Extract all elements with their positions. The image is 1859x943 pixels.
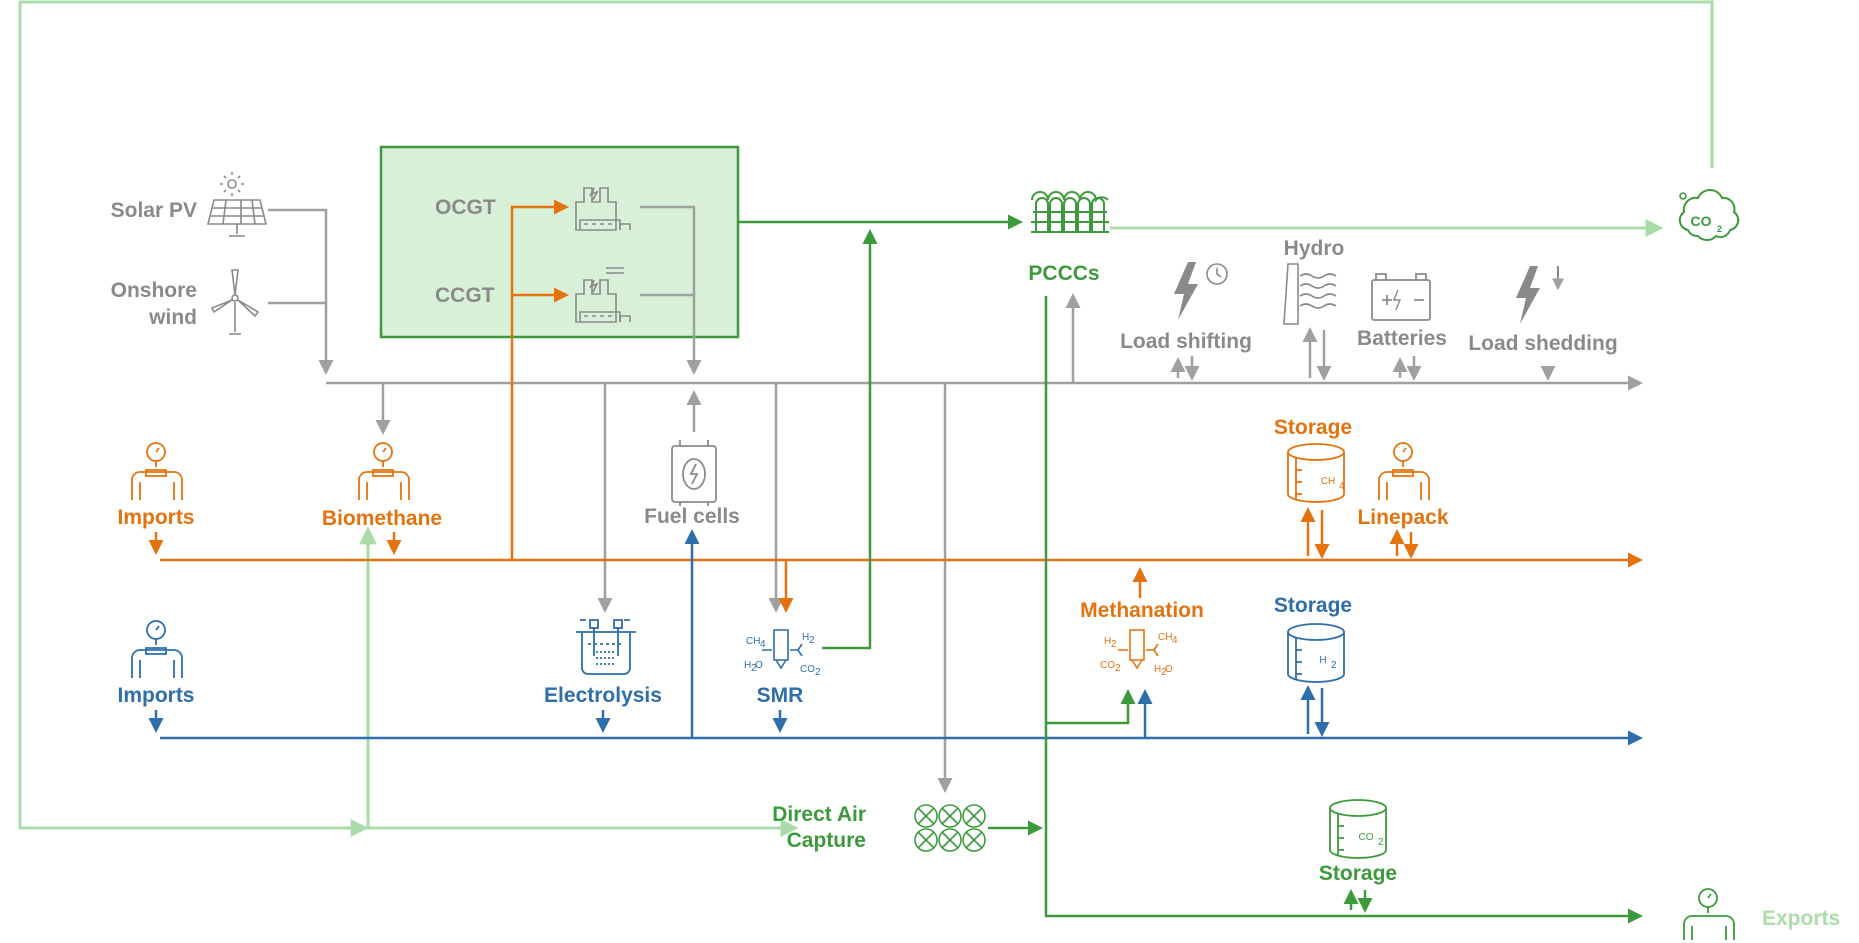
hydrogen-storage-tank-icon bbox=[1287, 623, 1345, 683]
hydro-dam-icon bbox=[1283, 263, 1337, 325]
svg-text:H: H bbox=[744, 660, 751, 671]
batteries-label: Batteries bbox=[1357, 327, 1447, 350]
co2-export-meter-icon bbox=[1683, 888, 1735, 940]
methane-tank-sub: 4 bbox=[1339, 481, 1345, 492]
co2-cloud-label: CO bbox=[1691, 213, 1712, 229]
electricity-labels: Solar PV Onshore wind OCGT CCGT Fuel cel… bbox=[111, 196, 1618, 528]
ccgt-label: CCGT bbox=[435, 284, 495, 307]
svg-text:2: 2 bbox=[1161, 667, 1167, 678]
smr-label: SMR bbox=[757, 684, 804, 707]
pcccs-label: PCCCs bbox=[1028, 262, 1099, 285]
svg-text:2: 2 bbox=[1111, 639, 1117, 650]
gas-turbine-group bbox=[379, 145, 740, 339]
methane-tank-label: CH bbox=[1321, 476, 1335, 487]
hydrogen-import-meter-icon bbox=[131, 620, 183, 678]
co2-storage-tank-icon bbox=[1329, 799, 1387, 859]
co2-tank-sub: 2 bbox=[1378, 837, 1384, 848]
dac-label-2: Capture bbox=[787, 829, 866, 852]
solar-panel-icon bbox=[206, 172, 268, 237]
smr-reactor-icon bbox=[762, 629, 803, 670]
electricity-bus bbox=[268, 205, 1643, 793]
co2-storage-label: Storage bbox=[1319, 862, 1397, 885]
svg-text:H: H bbox=[1104, 636, 1111, 647]
hydrogen-labels: Imports Electrolysis SMR Storage bbox=[117, 594, 1352, 707]
methane-labels: Imports Biomethane Storage Linepack Meth… bbox=[117, 416, 1448, 622]
svg-text:H: H bbox=[1154, 664, 1161, 675]
load-shedding-label: Load shedding bbox=[1468, 332, 1617, 355]
direct-air-capture-icon bbox=[914, 804, 986, 852]
biomethane-meter-icon bbox=[358, 442, 410, 500]
svg-text:CH: CH bbox=[746, 636, 760, 647]
svg-text:CO: CO bbox=[1100, 660, 1115, 671]
svg-text:O: O bbox=[755, 660, 763, 671]
onshore-wind-label-1: Onshore bbox=[111, 279, 197, 302]
methane-storage-tank-icon bbox=[1287, 443, 1345, 503]
electrolysis-label: Electrolysis bbox=[544, 684, 662, 707]
methane-import-meter-icon bbox=[131, 442, 183, 500]
ccgt-plant-icon bbox=[575, 267, 631, 323]
linepack-meter-icon bbox=[1378, 442, 1430, 500]
load-shifting-icon bbox=[1174, 262, 1228, 320]
methanation-reactor-icon bbox=[1118, 629, 1159, 670]
fuel-cells-label: Fuel cells bbox=[644, 505, 740, 528]
svg-text:4: 4 bbox=[760, 639, 766, 650]
co2-tank-label: CO bbox=[1359, 832, 1374, 843]
exports-label: Exports bbox=[1762, 907, 1840, 930]
co2-network bbox=[738, 214, 1643, 924]
load-shedding-icon bbox=[1516, 266, 1564, 324]
svg-text:2: 2 bbox=[809, 635, 815, 646]
smr-chemistry-labels: CH 4 H 2 O H 2 CO 2 bbox=[744, 632, 821, 678]
load-shifting-label: Load shifting bbox=[1120, 330, 1252, 353]
fuel-cell-icon bbox=[671, 440, 717, 506]
hydrogen-tank-sub: 2 bbox=[1331, 660, 1337, 671]
co2-labels: PCCCs Direct Air Capture Storage bbox=[772, 262, 1397, 885]
linepack-label: Linepack bbox=[1357, 506, 1448, 529]
battery-icon bbox=[1371, 273, 1431, 321]
svg-text:2: 2 bbox=[1115, 663, 1121, 674]
svg-text:H: H bbox=[802, 632, 809, 643]
solar-pv-label: Solar PV bbox=[111, 199, 197, 222]
methanation-label: Methanation bbox=[1080, 599, 1204, 622]
svg-text:CH: CH bbox=[1158, 632, 1172, 643]
hydro-label: Hydro bbox=[1284, 237, 1345, 260]
svg-text:O: O bbox=[1165, 664, 1173, 675]
ocgt-label: OCGT bbox=[435, 196, 496, 219]
hydrogen-tank-label: H bbox=[1319, 655, 1326, 666]
wind-turbine-icon bbox=[210, 269, 260, 335]
pccc-icon bbox=[1031, 191, 1109, 233]
dac-label-1: Direct Air bbox=[772, 803, 866, 826]
hydrogen-bus bbox=[148, 529, 1643, 746]
biomethane-label: Biomethane bbox=[322, 507, 442, 530]
ocgt-plant-icon bbox=[575, 187, 631, 231]
co2-cloud-sub: 2 bbox=[1717, 224, 1722, 234]
hydrogen-storage-label: Storage bbox=[1274, 594, 1352, 617]
methanation-chemistry-labels: H 2 CO 2 CH 4 H 2 O bbox=[1100, 632, 1178, 678]
co2-cloud-icon: CO 2 bbox=[1678, 189, 1740, 242]
svg-text:2: 2 bbox=[751, 663, 757, 674]
electrolyzer-icon bbox=[576, 619, 636, 675]
svg-text:CO: CO bbox=[800, 664, 815, 675]
atmospheric-co2-loop bbox=[18, 0, 1714, 837]
onshore-wind-label-2: wind bbox=[148, 306, 197, 329]
svg-text:2: 2 bbox=[815, 667, 821, 678]
methane-storage-label: Storage bbox=[1274, 416, 1352, 439]
hydrogen-imports-label: Imports bbox=[117, 684, 194, 707]
svg-text:4: 4 bbox=[1172, 635, 1178, 646]
methane-imports-label: Imports bbox=[117, 506, 194, 529]
methane-bus bbox=[148, 199, 1643, 613]
